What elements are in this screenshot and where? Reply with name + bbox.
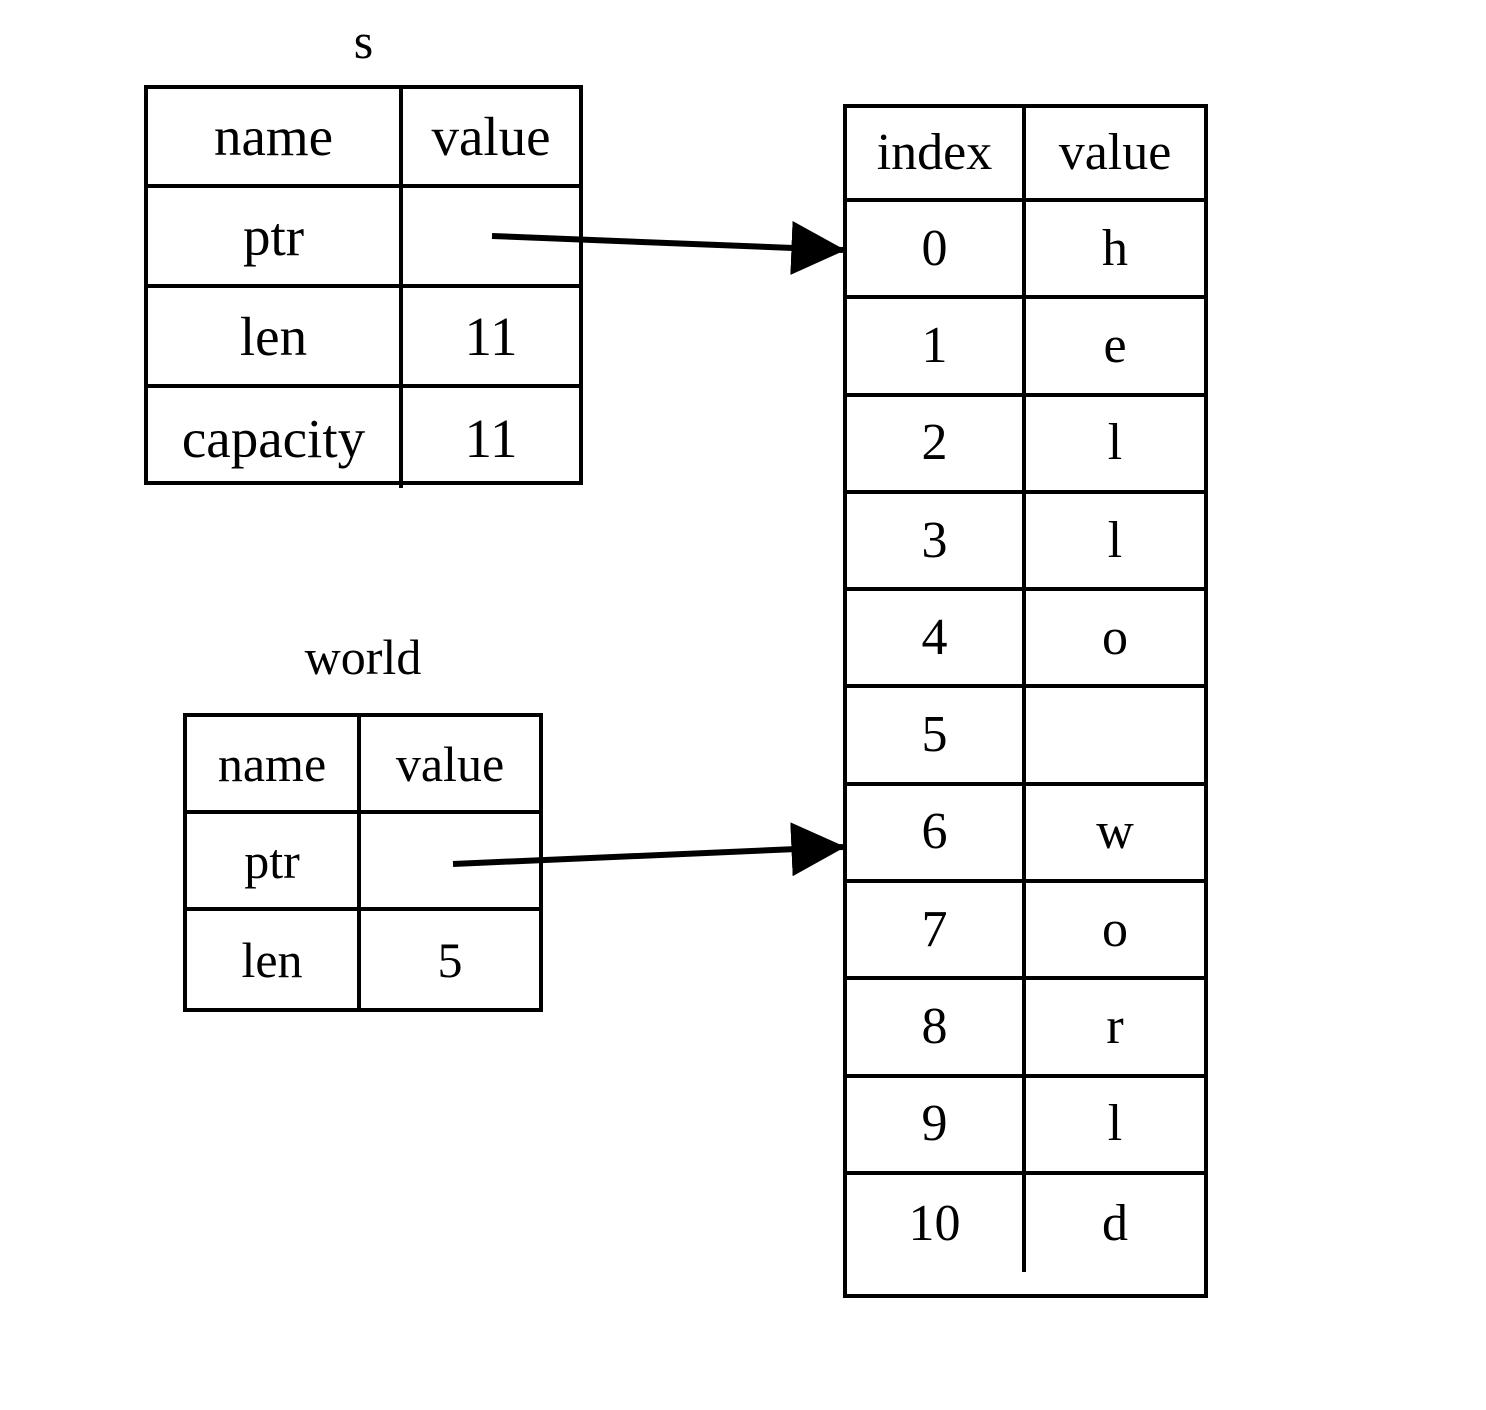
table-header-row: name value <box>187 717 539 814</box>
table-row: 6 w <box>847 785 1204 884</box>
buffer-value <box>1026 688 1204 781</box>
buffer-index: 10 <box>847 1174 1026 1273</box>
buffer-index: 0 <box>847 202 1026 296</box>
buffer-index: 6 <box>847 785 1026 880</box>
table-row: len 5 <box>187 911 539 1008</box>
field-name: ptr <box>148 188 403 284</box>
column-header-index: index <box>847 108 1026 198</box>
table-row: ptr <box>148 188 579 288</box>
field-value: 11 <box>464 305 518 367</box>
buffer-value: o <box>1102 608 1128 666</box>
column-header-value: value <box>1058 124 1172 181</box>
table-row: 9 l <box>847 1077 1204 1175</box>
buffer-index: 8 <box>847 980 1026 1074</box>
buffer-index: 4 <box>847 591 1026 685</box>
field-value: 5 <box>437 931 463 988</box>
table-row: 10 d <box>847 1174 1204 1273</box>
table-row: 8 r <box>847 980 1204 1078</box>
buffer-index: 2 <box>847 396 1026 490</box>
table-row: 4 o <box>847 591 1204 689</box>
table-row: 1 e <box>847 299 1204 397</box>
buffer-index: 5 <box>847 688 1026 782</box>
table-row: 5 <box>847 688 1204 786</box>
world-struct-table: name value ptr len 5 <box>183 713 543 1012</box>
table-header-row: index value <box>847 108 1204 202</box>
column-header-value: value <box>395 735 505 792</box>
buffer-value: h <box>1102 219 1128 277</box>
table-row: capacity 11 <box>148 388 579 488</box>
buffer-index: 9 <box>847 1077 1026 1171</box>
field-name: ptr <box>187 814 361 907</box>
world-table-label: world <box>304 629 422 685</box>
buffer-value: l <box>1107 414 1123 472</box>
s-struct-table: name value ptr len 11 capacity 11 <box>144 85 583 488</box>
buffer-value: r <box>1106 998 1124 1056</box>
buffer-index: 3 <box>847 493 1026 588</box>
buffer-index-value-table: index value 0 h 1 e 2 l 3 l 4 o 5 6 w <box>843 104 1208 1298</box>
table-row: 2 l <box>847 396 1204 494</box>
table-row: 0 h <box>847 202 1204 300</box>
buffer-value: l <box>1107 1095 1123 1153</box>
s-table-label: s <box>353 13 374 69</box>
buffer-value: e <box>1103 316 1127 374</box>
buffer-value: o <box>1102 900 1128 958</box>
buffer-value: d <box>1102 1194 1128 1252</box>
table-row: ptr <box>187 814 539 911</box>
buffer-index: 7 <box>847 883 1026 977</box>
table-row: 7 o <box>847 883 1204 981</box>
table-row: len 11 <box>148 288 579 388</box>
field-name: capacity <box>148 388 403 488</box>
table-header-row: name value <box>148 89 579 188</box>
buffer-value: w <box>1096 803 1134 861</box>
field-value <box>361 814 539 907</box>
column-header-value: value <box>431 106 551 167</box>
column-header-name: name <box>148 89 403 184</box>
field-name: len <box>148 288 403 384</box>
buffer-value: l <box>1107 511 1123 569</box>
column-header-name: name <box>187 717 361 810</box>
buffer-index: 1 <box>847 299 1026 393</box>
table-row: 3 l <box>847 493 1204 592</box>
field-name: len <box>187 911 361 1008</box>
field-value <box>403 188 579 284</box>
field-value: 11 <box>464 407 518 469</box>
